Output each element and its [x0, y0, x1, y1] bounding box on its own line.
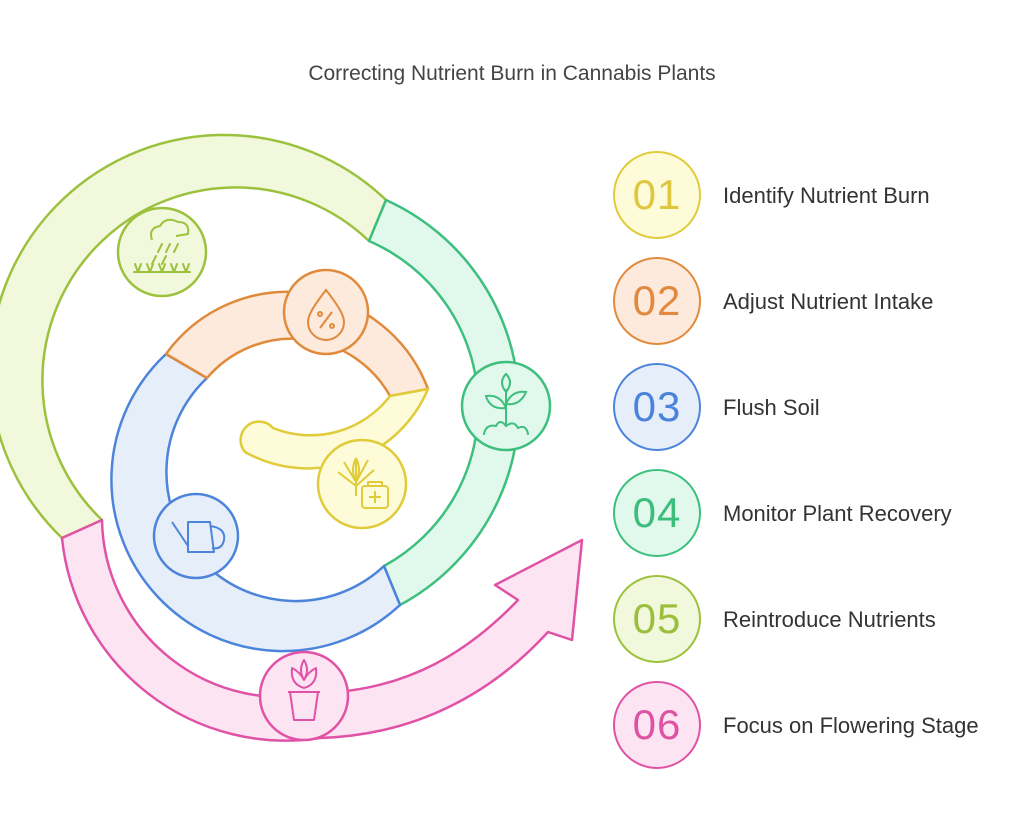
step-number-badge: 06 [613, 681, 701, 769]
step-label: Identify Nutrient Burn [723, 183, 930, 208]
step-label: Flush Soil [723, 395, 820, 420]
rain-grass-icon [116, 206, 208, 298]
step-item-2: 02 Adjust Nutrient Intake [612, 256, 1012, 350]
step-number-badge: 05 [613, 575, 701, 663]
ring-segment-reintroduce [0, 133, 388, 540]
step-item-5: 05 Reintroduce Nutrients [612, 574, 1012, 668]
step-label: Focus on Flowering Stage [723, 713, 979, 738]
water-drop-percent-icon [282, 268, 370, 356]
watering-can-icon [152, 492, 240, 580]
step-label: Reintroduce Nutrients [723, 607, 936, 632]
arrow-band-flowering [60, 518, 584, 742]
step-item-6: 06 Focus on Flowering Stage [612, 680, 1012, 774]
sprout-icon [460, 360, 552, 452]
step-item-1: 01 Identify Nutrient Burn [612, 150, 1012, 244]
step-number-badge: 04 [613, 469, 701, 557]
step-number-badge: 02 [613, 257, 701, 345]
step-label: Adjust Nutrient Intake [723, 289, 934, 314]
diagram-title: Correcting Nutrient Burn in Cannabis Pla… [308, 62, 716, 85]
potted-flower-icon [258, 650, 350, 742]
step-item-4: 04 Monitor Plant Recovery [612, 468, 1012, 562]
step-item-3: 03 Flush Soil [612, 362, 1012, 456]
step-number-badge: 03 [613, 363, 701, 451]
step-label: Monitor Plant Recovery [723, 501, 952, 526]
cannabis-first-aid-icon [316, 438, 408, 530]
step-number-badge: 01 [613, 151, 701, 239]
